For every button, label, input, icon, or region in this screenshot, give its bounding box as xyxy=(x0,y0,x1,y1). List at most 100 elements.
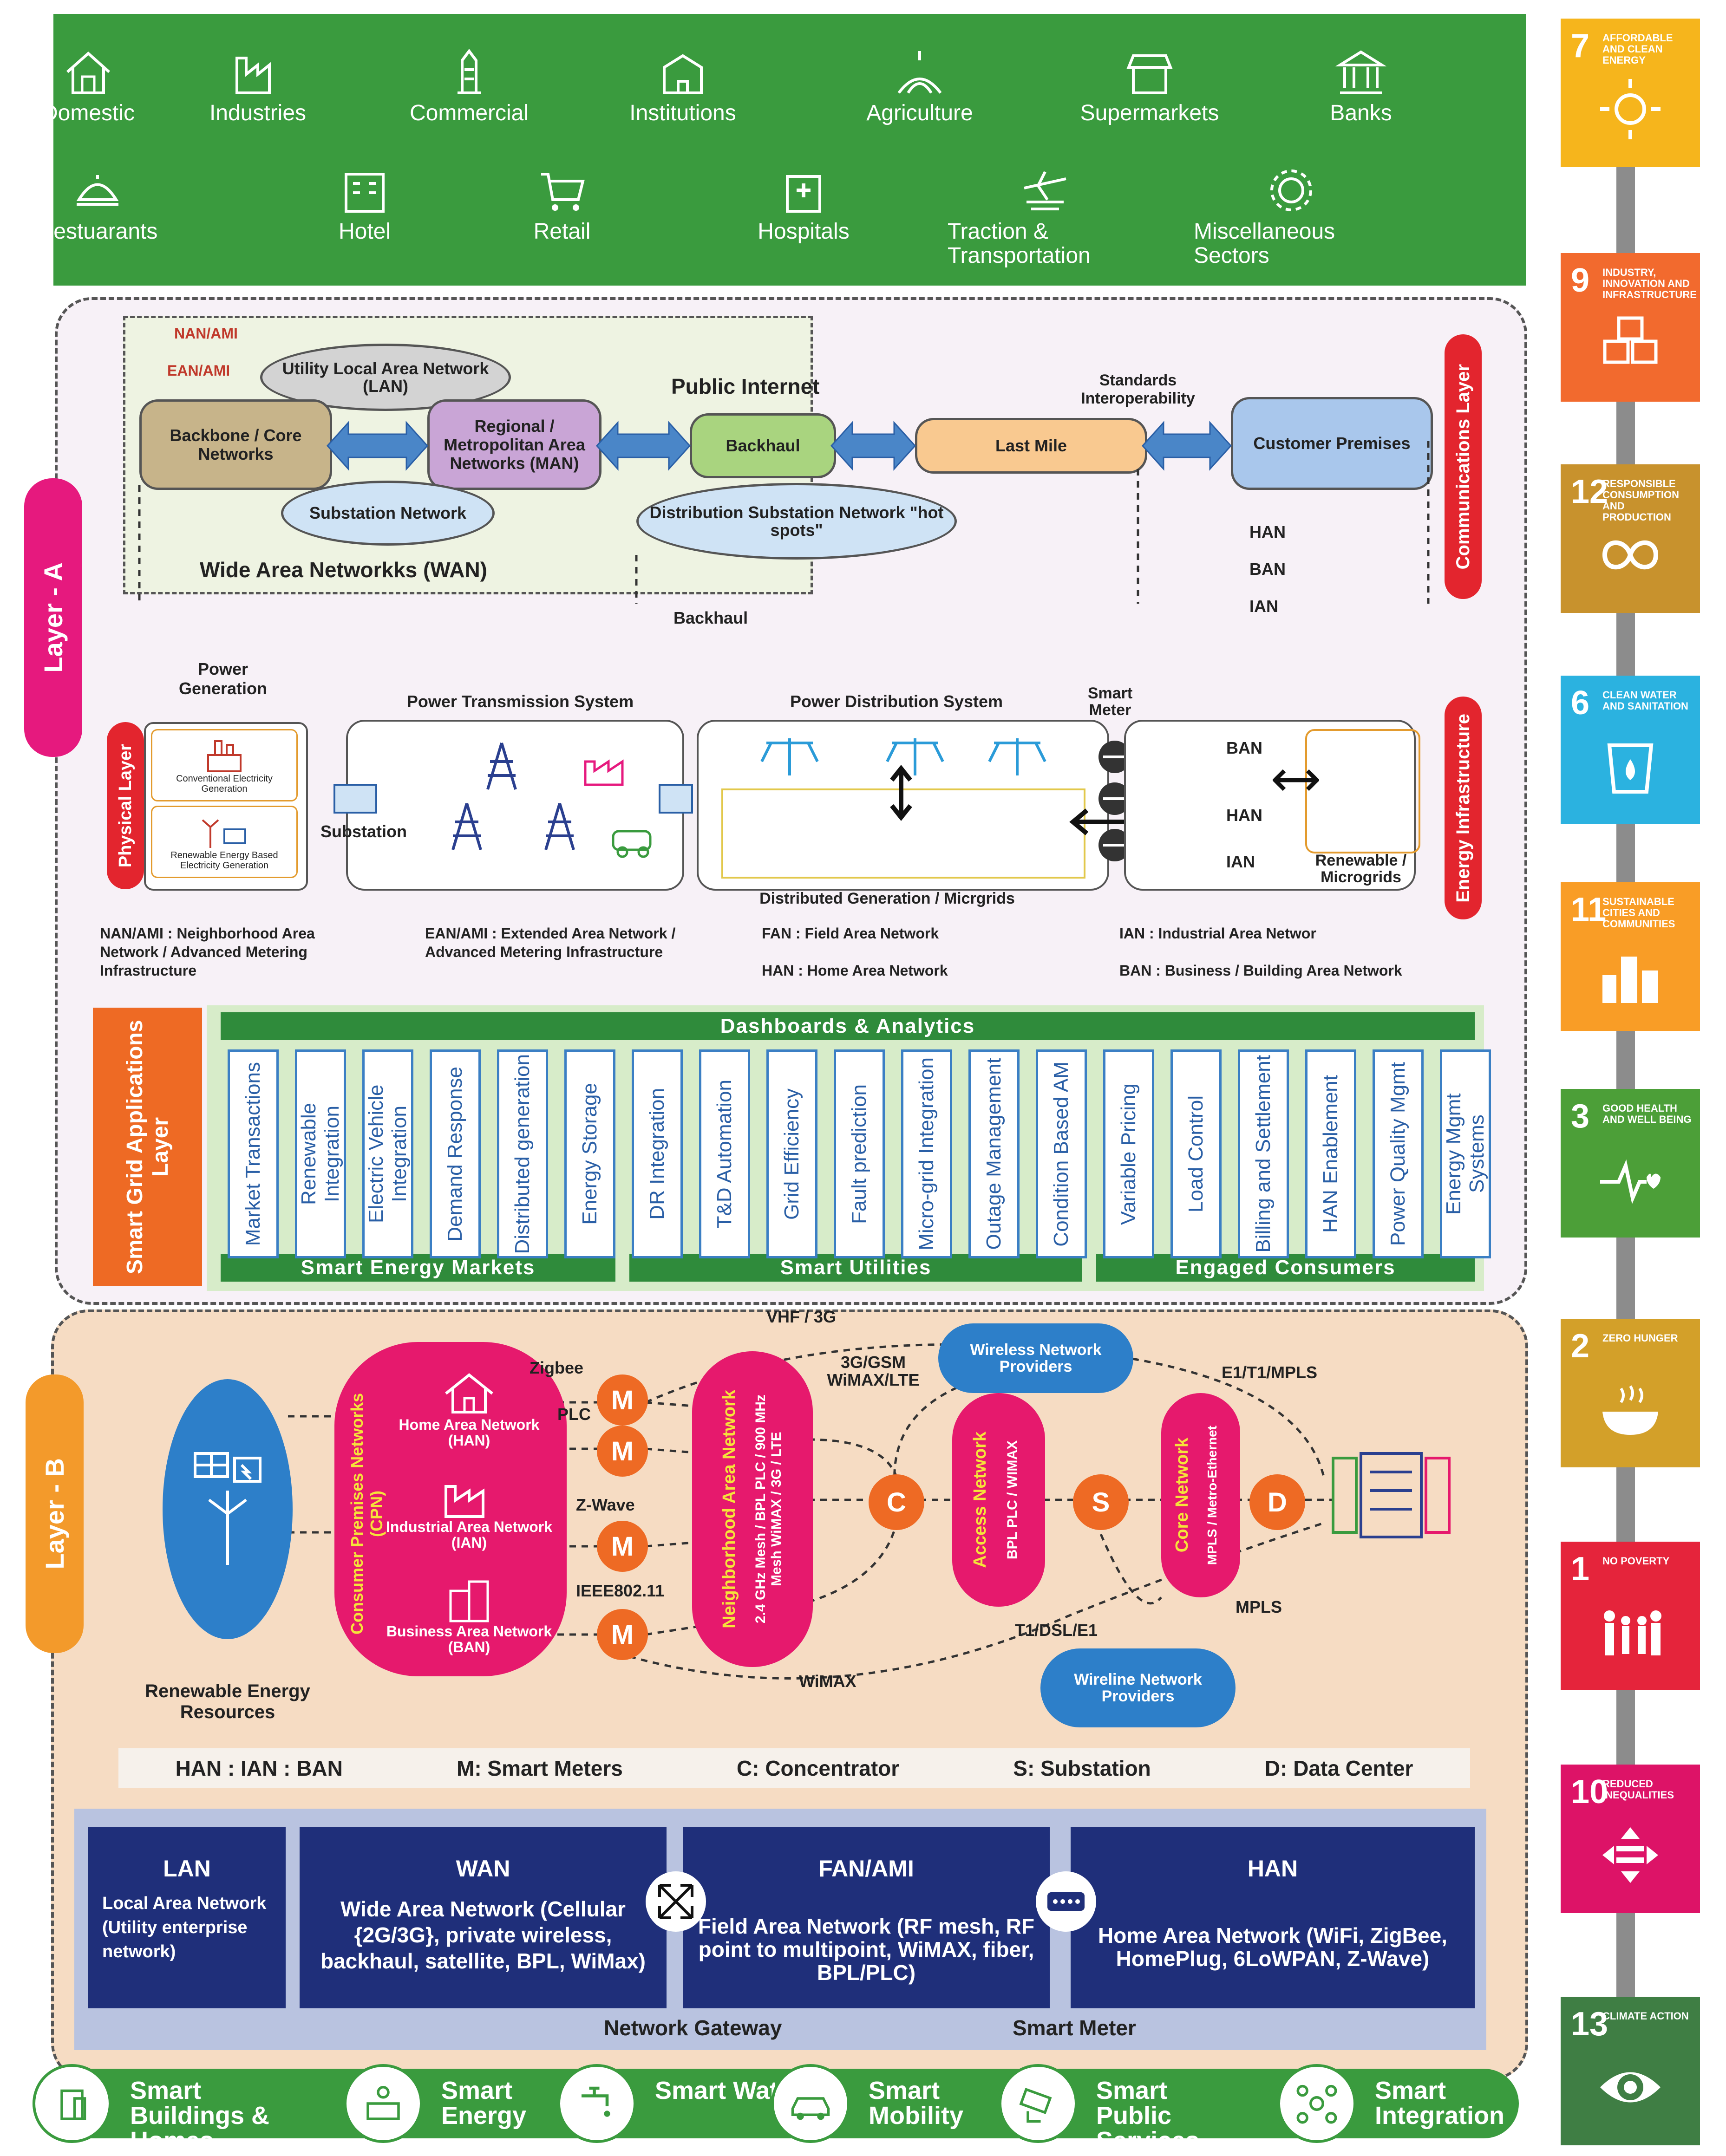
renewable-resources-ellipse xyxy=(163,1379,293,1639)
last-mile-box: Last Mile xyxy=(915,418,1147,474)
smart-meter-1: M xyxy=(597,1374,648,1426)
legend-data-center: D: Data Center xyxy=(1264,1756,1413,1780)
smart-meter-label: Smart Meter xyxy=(1087,684,1133,719)
gsm-label: 3G/GSM WiMAX/LTE xyxy=(827,1353,920,1389)
app-column-label: Electric Vehicle Integration xyxy=(365,1084,411,1224)
factory-icon xyxy=(445,1485,484,1518)
water-icon xyxy=(1607,743,1654,794)
communications-layer-label: Communications Layer xyxy=(1445,334,1482,599)
wireless-providers-cloud: Wireless Network Providers xyxy=(938,1323,1133,1393)
car-icon xyxy=(771,2064,850,2143)
app-column: Distributed generation xyxy=(497,1049,548,1258)
sector-restuarants: Restuarants xyxy=(0,165,195,281)
network-gateway-label: Network Gateway xyxy=(604,2016,782,2040)
gear-icon xyxy=(1270,169,1312,211)
app-column: Energy Storage xyxy=(564,1049,615,1258)
app-column-label: Renewable Integration xyxy=(297,1102,343,1205)
transmission-label: Power Transmission System xyxy=(406,692,634,711)
app-column-label: Energy Storage xyxy=(578,1083,601,1225)
city-icon xyxy=(1602,957,1658,1003)
ban-han-arrow xyxy=(1273,769,1319,791)
t1-label: T1/DSL/E1 xyxy=(1015,1621,1098,1640)
legend-concentrator: C: Concentrator xyxy=(737,1756,900,1780)
solar-icon xyxy=(344,2064,423,2143)
han-title-b: HAN xyxy=(1247,1856,1298,1882)
smart-meters-stack xyxy=(1098,741,1131,861)
fan-box: FAN/AMI Field Area Network (RF mesh, RF … xyxy=(683,1827,1050,2008)
sdg-title: CLIMATE ACTION xyxy=(1602,2010,1689,2022)
group-smart-energy-markets: Smart Energy Markets xyxy=(221,1254,615,1282)
conventional-generation: Conventional Electricity Generation xyxy=(151,729,298,801)
app-column: Renewable Integration xyxy=(295,1049,346,1258)
gateway-icon xyxy=(646,1871,706,1932)
layer-b-legend: HAN : IAN : BAN M: Smart Meters C: Conce… xyxy=(118,1748,1470,1788)
hospital-icon xyxy=(786,175,821,213)
smart-meter-3: M xyxy=(597,1521,648,1572)
meter-device-icon xyxy=(1047,1892,1085,1911)
substation-node: S xyxy=(1073,1474,1129,1530)
app-column-label: Fault prediction xyxy=(848,1084,870,1224)
distribution-substation-network: Distribution Substation Network "hot spo… xyxy=(636,483,957,560)
wan-title: Wide Area Networkks (WAN) xyxy=(200,558,488,582)
tower-icon xyxy=(458,49,481,94)
sector-domestic: Domestic xyxy=(0,46,186,163)
sector-label: Industries xyxy=(209,101,307,125)
sdg-title: SUSTAINABLE CITIES AND COMMUNITIES xyxy=(1602,896,1675,930)
app-column-label: HAN Enablement xyxy=(1319,1075,1342,1233)
smart-city-item: Smart Buildings & Homes xyxy=(130,2077,269,2155)
ban-label: BAN xyxy=(1249,560,1286,579)
app-column-label: DR Integration xyxy=(646,1088,668,1220)
access-network-cloud xyxy=(952,1393,1045,1607)
app-column-label: Market Transactions xyxy=(242,1062,264,1246)
sdg-number: 2 xyxy=(1571,1328,1590,1365)
substation-network: Substation Network xyxy=(281,481,495,546)
def-nan: NAN/AMI : Neighborhood Area Network / Ad… xyxy=(100,925,315,979)
eye-globe-icon xyxy=(1600,2072,1661,2103)
core-tech: MPLS / Metro-Ethernet xyxy=(1205,1425,1219,1565)
zigbee-label: Zigbee xyxy=(530,1358,584,1377)
renewable-resources-label: Renewable Energy Resources xyxy=(145,1681,310,1722)
wimax-label: WiMAX xyxy=(799,1672,856,1691)
def-ean: EAN/AMI : Extended Area Network / Advanc… xyxy=(425,925,676,960)
sector-retail: Retail xyxy=(464,165,660,281)
ban-label-2: BAN xyxy=(1226,738,1262,757)
app-column: Outage Management xyxy=(968,1049,1020,1258)
distributed-generation-label: Distributed Generation / Micrgrids xyxy=(759,890,1015,907)
han-label: HAN xyxy=(1249,522,1286,541)
energy-infrastructure-label: Energy Infrastructure xyxy=(1445,697,1482,919)
app-column: T&D Automation xyxy=(699,1049,750,1258)
ean-ami-label: EAN/AMI xyxy=(167,362,230,379)
nan-tech: 2.4 GHz Mesh / BPL PLC / 900 MHz Mesh Wi… xyxy=(753,1394,784,1624)
core-network-cloud xyxy=(1161,1393,1240,1597)
legend-han-ian-ban: HAN : IAN : BAN xyxy=(175,1756,343,1780)
data-center-node: D xyxy=(1249,1474,1305,1530)
home-icon xyxy=(445,1373,493,1413)
sdg-title: RESPONSIBLE CONSUMPTION AND PRODUCTION xyxy=(1602,478,1679,523)
app-column: Power Quality Mgmt xyxy=(1373,1049,1424,1258)
dashboards-bar: Dashboards & Analytics xyxy=(221,1012,1475,1040)
smart-city-item: Smart Mobility xyxy=(869,2077,963,2130)
app-column-label: Load Control xyxy=(1184,1095,1207,1212)
sector-label: Traction & Transportation xyxy=(948,219,1091,268)
physical-layer-label: Physical Layer xyxy=(107,722,144,889)
layer-a-label: Layer - A xyxy=(24,478,82,757)
app-column-label: Condition Based AM xyxy=(1050,1061,1072,1247)
camera-icon xyxy=(999,2064,1078,2143)
solar-wind-icon xyxy=(194,1452,262,1565)
cpn-label: Consumer Premises Networks (CPN) xyxy=(347,1393,386,1635)
app-column-label: Energy Mgmt Systems xyxy=(1442,1093,1488,1215)
sun-icon xyxy=(1600,79,1661,139)
sector-traction-transportation: Traction & Transportation xyxy=(948,165,1143,281)
sector-label: Retail xyxy=(533,219,591,244)
ian-label: IAN xyxy=(1249,597,1278,616)
bowl-icon xyxy=(1602,1385,1658,1435)
def-ban: BAN : Business / Building Area Network xyxy=(1119,962,1402,979)
consumer-box xyxy=(1124,720,1416,891)
tap-icon xyxy=(557,2064,636,2143)
app-column-label: Outage Management xyxy=(982,1058,1005,1250)
